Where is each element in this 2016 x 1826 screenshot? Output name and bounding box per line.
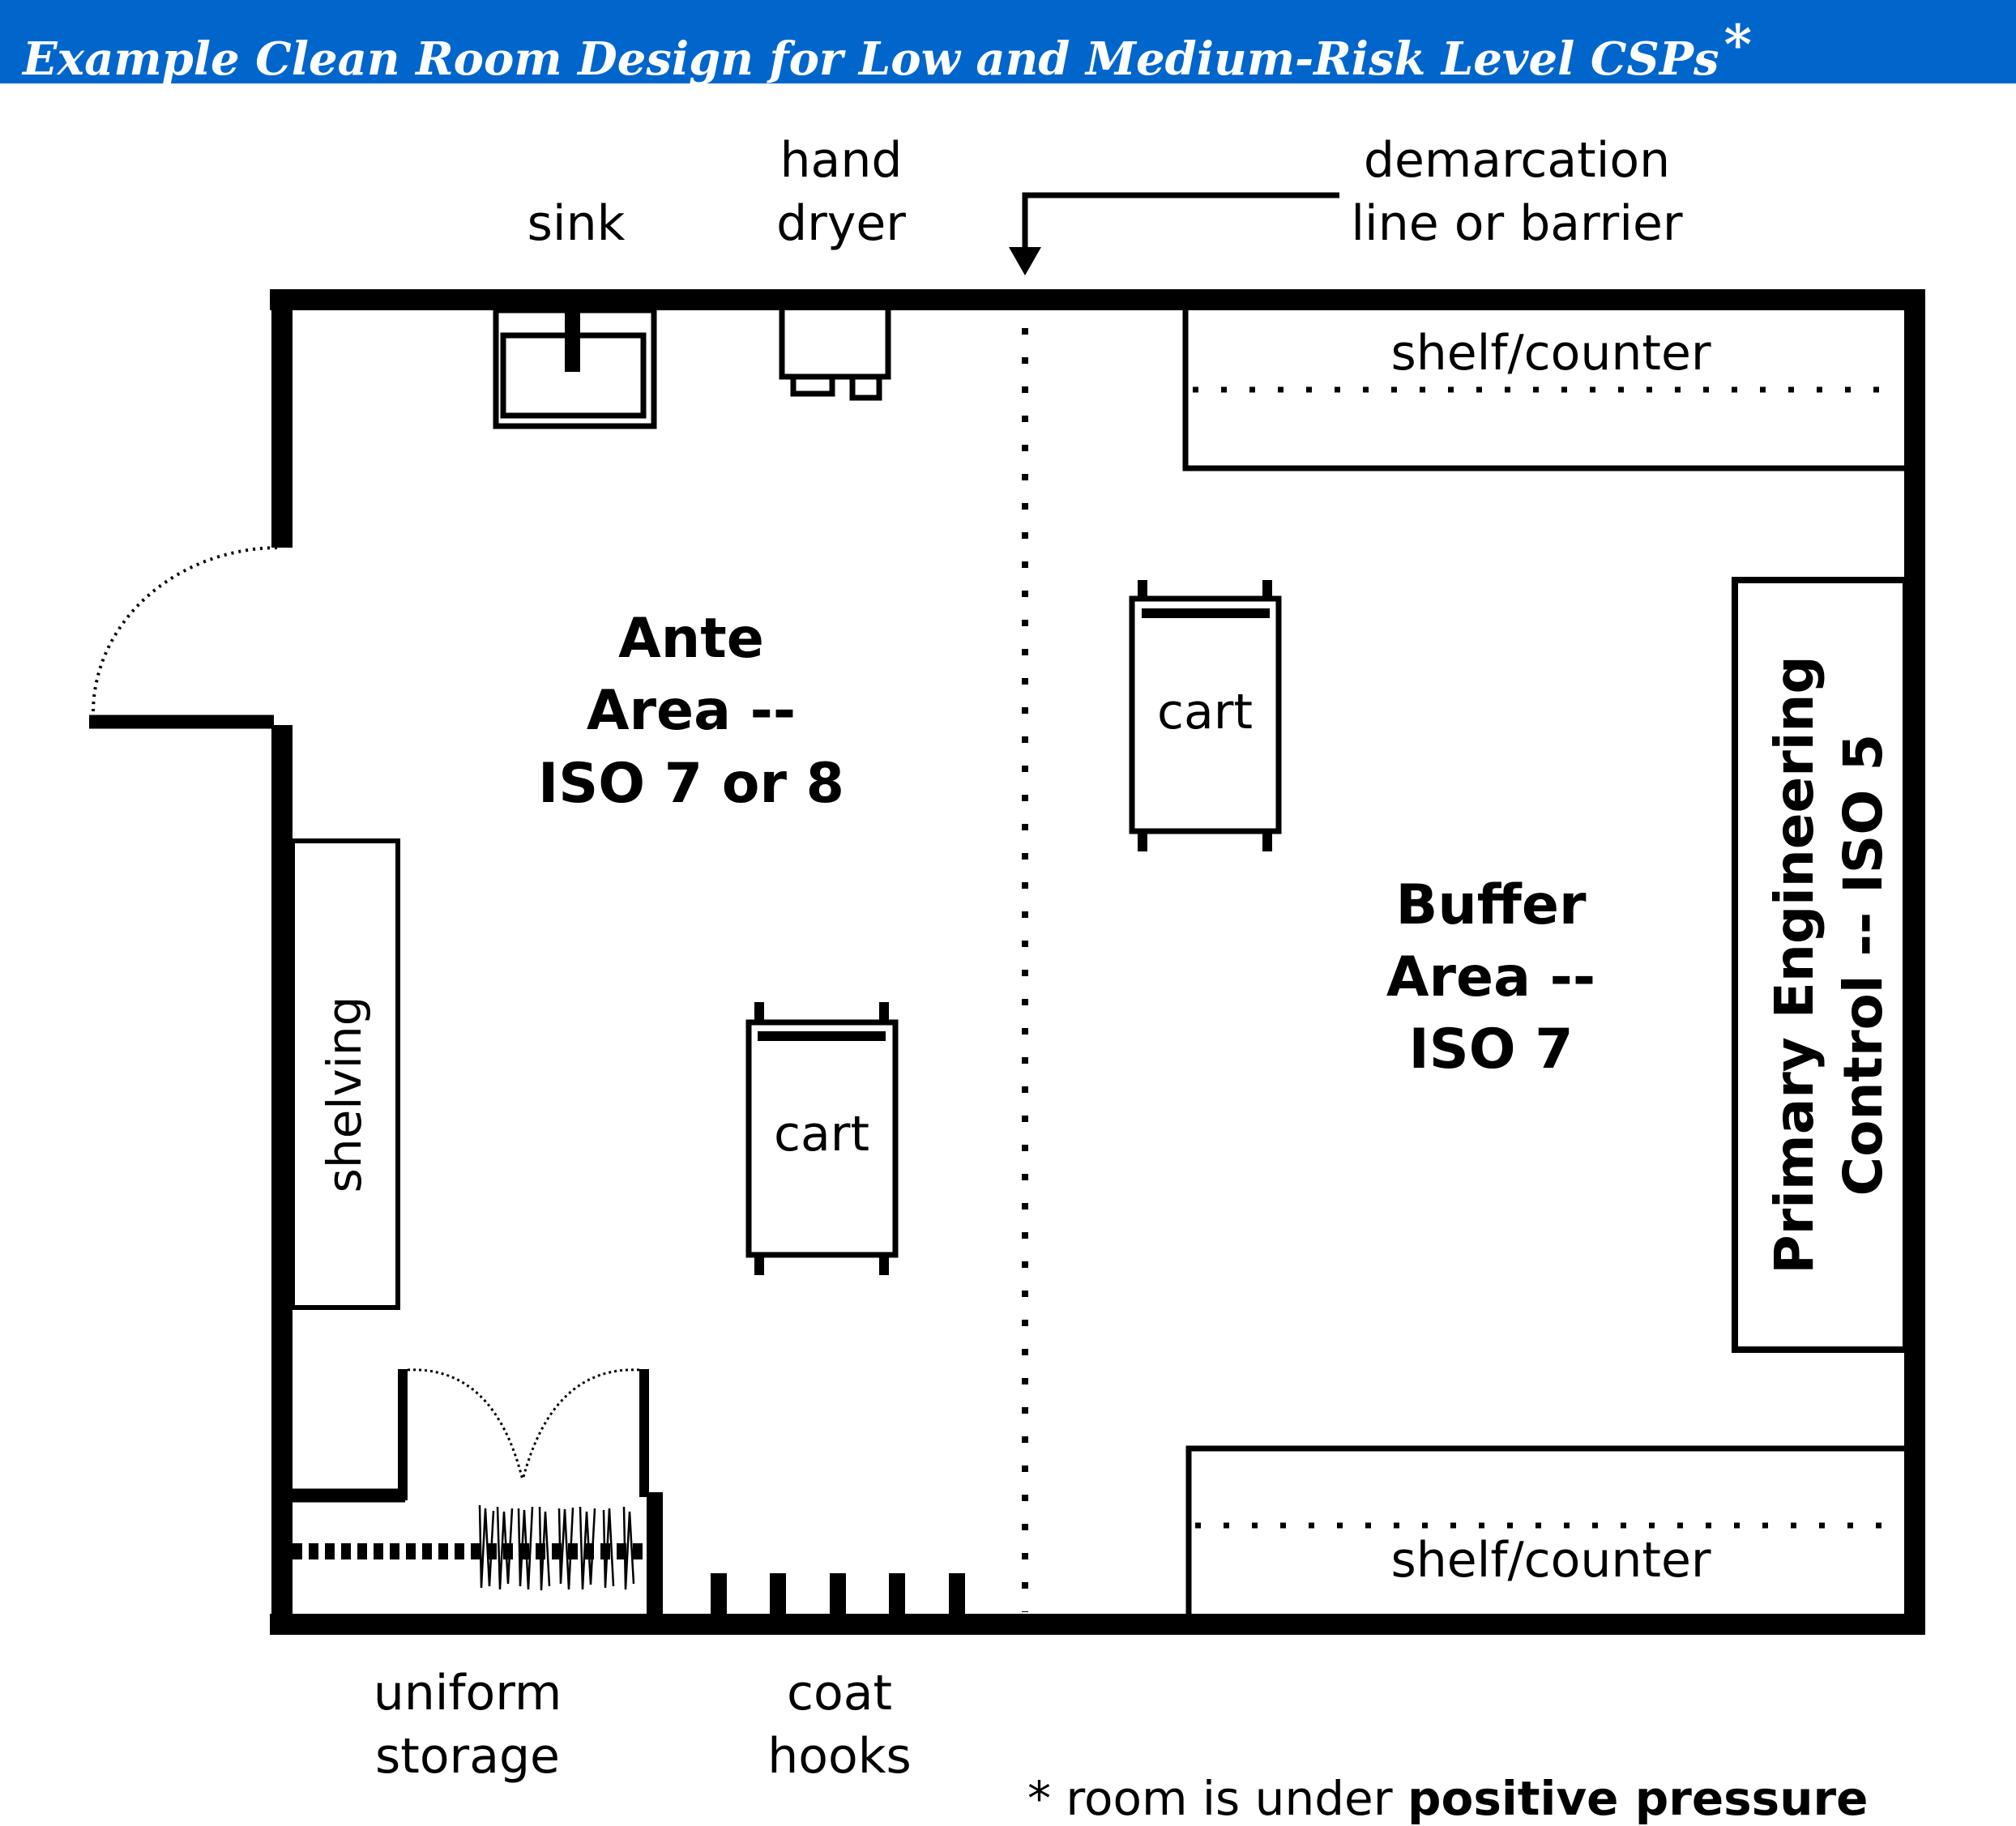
outer-walls (270, 289, 1925, 1635)
pec-label-line2: Control -- ISO 5 (1832, 734, 1894, 1197)
cart-buffer-icon (1129, 580, 1282, 851)
positive-pressure-footnote: * room is under positive pressure (1027, 1771, 1868, 1826)
uniform-storage-closet (293, 1368, 663, 1614)
coat-hooks-label-line2: hooks (767, 1728, 911, 1785)
pec-label-line1: Primary Engineering (1763, 655, 1826, 1274)
diagram-title: Example Clean Room Design for Low and Me… (23, 13, 1752, 86)
footnote-bold: positive pressure (1407, 1771, 1869, 1826)
entry-door-swing (92, 546, 280, 712)
hand-dryer-label-line1: hand (780, 132, 903, 189)
uniform-storage-label-line1: uniform (374, 1665, 562, 1721)
sink-label: sink (527, 195, 626, 252)
shelf-counter-top-label: shelf/counter (1390, 325, 1711, 382)
shelving-label: shelving (317, 996, 372, 1193)
ante-area-label-line1: Ante (618, 607, 764, 671)
demarcation-arrowhead (1009, 247, 1041, 275)
footnote-prefix: * room is under (1027, 1771, 1407, 1826)
buffer-area-label-line2: Area -- (1386, 945, 1595, 1009)
hand-dryer-icon (779, 310, 891, 401)
ante-area-label-line2: Area -- (587, 679, 796, 743)
buffer-area-label-line3: ISO 7 (1408, 1018, 1573, 1082)
buffer-area-label-line1: Buffer (1396, 873, 1587, 937)
shelf-counter-bottom (1185, 1445, 1905, 1614)
cart-ante-label: cart (774, 1106, 869, 1163)
shelf-counter-top (1182, 310, 1905, 471)
demarcation-arrow (1022, 192, 1339, 250)
shelf-counter-bottom-label: shelf/counter (1390, 1532, 1711, 1589)
demarcation-label-line2: line or barrier (1351, 195, 1683, 252)
hanging-uniforms-icon (478, 1504, 635, 1591)
uniform-storage-label-line2: storage (375, 1728, 560, 1785)
title-bar: Example Clean Room Design for Low and Me… (0, 0, 2016, 86)
title-asterisk: * (1723, 13, 1753, 76)
shelving-unit (290, 838, 400, 1310)
coat-hooks-icon (711, 1573, 965, 1614)
sink-faucet (565, 310, 580, 372)
ante-area-label-line3: ISO 7 or 8 (538, 752, 844, 816)
cart-buffer-label: cart (1157, 684, 1253, 740)
primary-engineering-control (1732, 577, 1909, 1353)
cart-ante-icon (745, 1002, 899, 1275)
hand-dryer-label-line2: dryer (776, 195, 906, 252)
demarcation-label-line1: demarcation (1364, 132, 1670, 189)
coat-hooks-label-line1: coat (787, 1665, 892, 1721)
title-label: Example Clean Room Design for Low and Me… (23, 32, 1719, 86)
